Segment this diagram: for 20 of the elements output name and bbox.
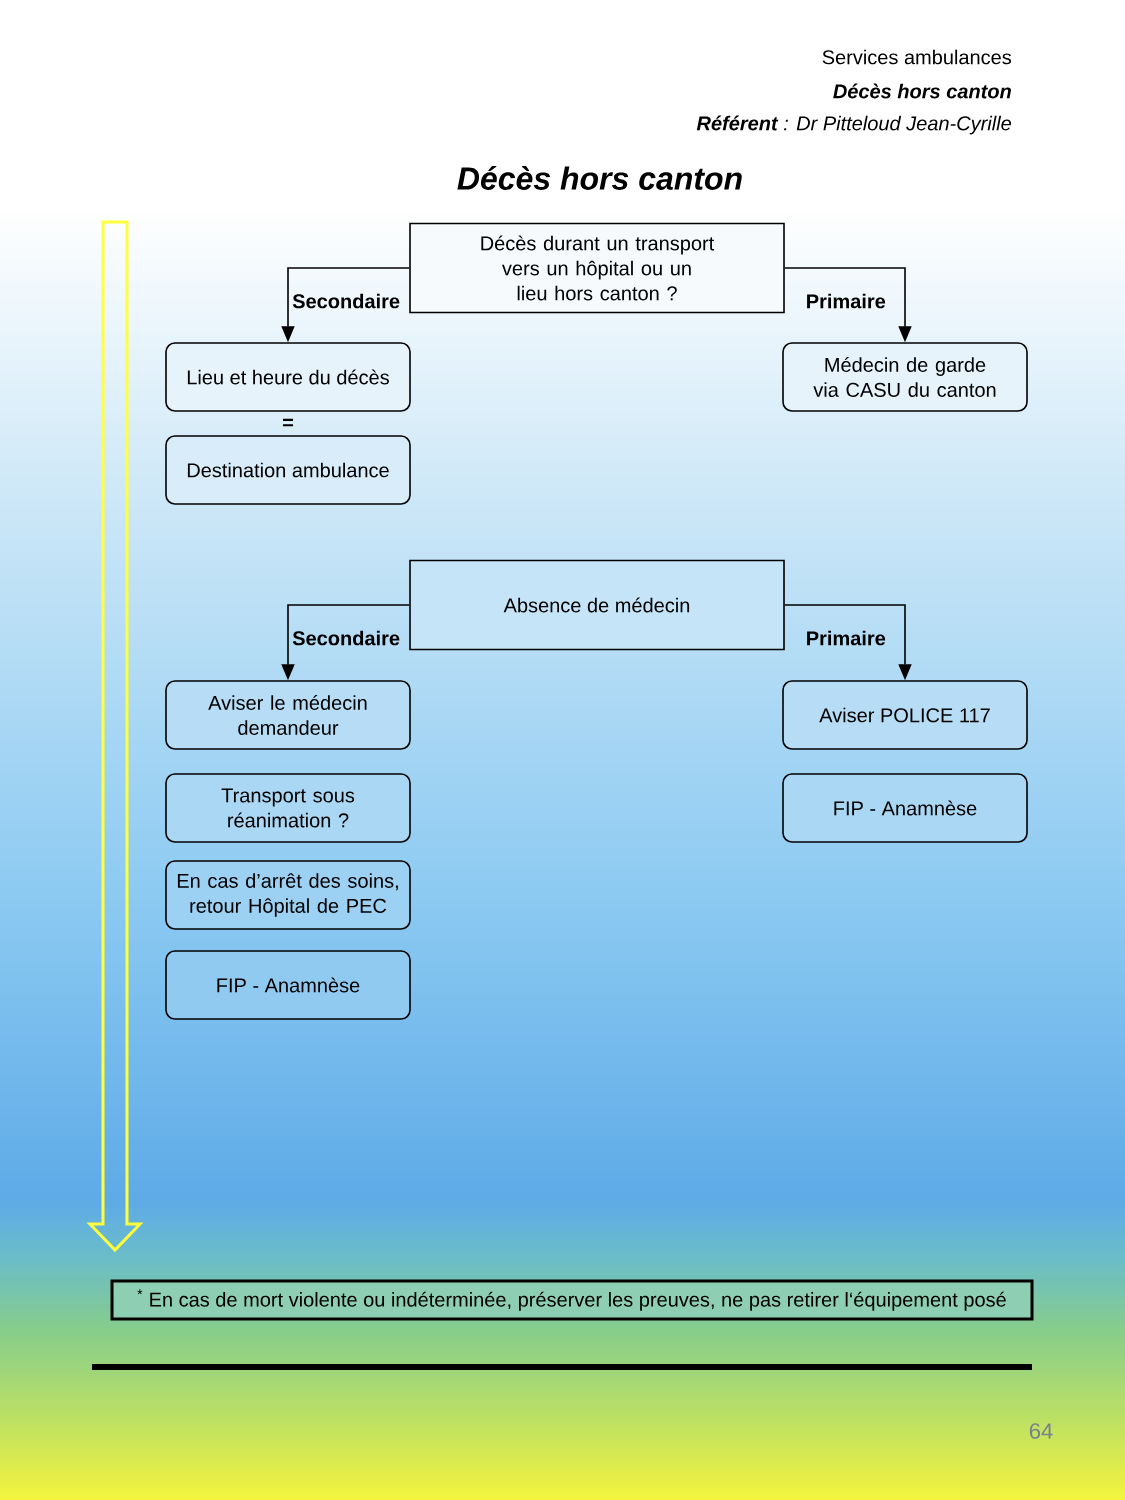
note-box: $^{*}$ En cas de mort violente ou indéterminée, préserver les preuves, ne pas retirer l‘équipement posé	[110, 1279, 1034, 1321]
process-box: FIP - Anamnèse	[165, 950, 411, 1020]
page-number: 64	[1029, 1423, 1053, 1439]
edge-label: Secondaire	[292, 293, 400, 309]
equals-sign: =	[283, 418, 293, 427]
process-box: Aviser le médecin demandeur	[165, 680, 411, 750]
header-text: Référent : Dr Pitteloud Jean-Cyrille	[696, 115, 1012, 135]
process-box: En cas d’arrêt des soins, retour Hôpital de PEC	[165, 860, 411, 930]
header-subtitle: Décès hors canton	[833, 83, 1011, 99]
process-box: FIP - Anamnèse	[782, 773, 1028, 843]
decision-box: Absence de médecin	[409, 559, 785, 651]
process-box: Lieu et heure du décès	[165, 342, 411, 412]
edge-label: Secondaire	[292, 630, 400, 646]
header-text: Services ambulances	[822, 49, 1012, 65]
title: Décès hors canton	[457, 166, 742, 190]
process-box: Médecin de garde via CASU du canton	[782, 342, 1028, 412]
process-box: Aviser POLICE 117	[782, 680, 1028, 750]
process-box: Transport sous réanimation ?	[165, 773, 411, 843]
edge-label: Primaire	[807, 293, 886, 309]
edge-label: Primaire	[807, 630, 886, 646]
